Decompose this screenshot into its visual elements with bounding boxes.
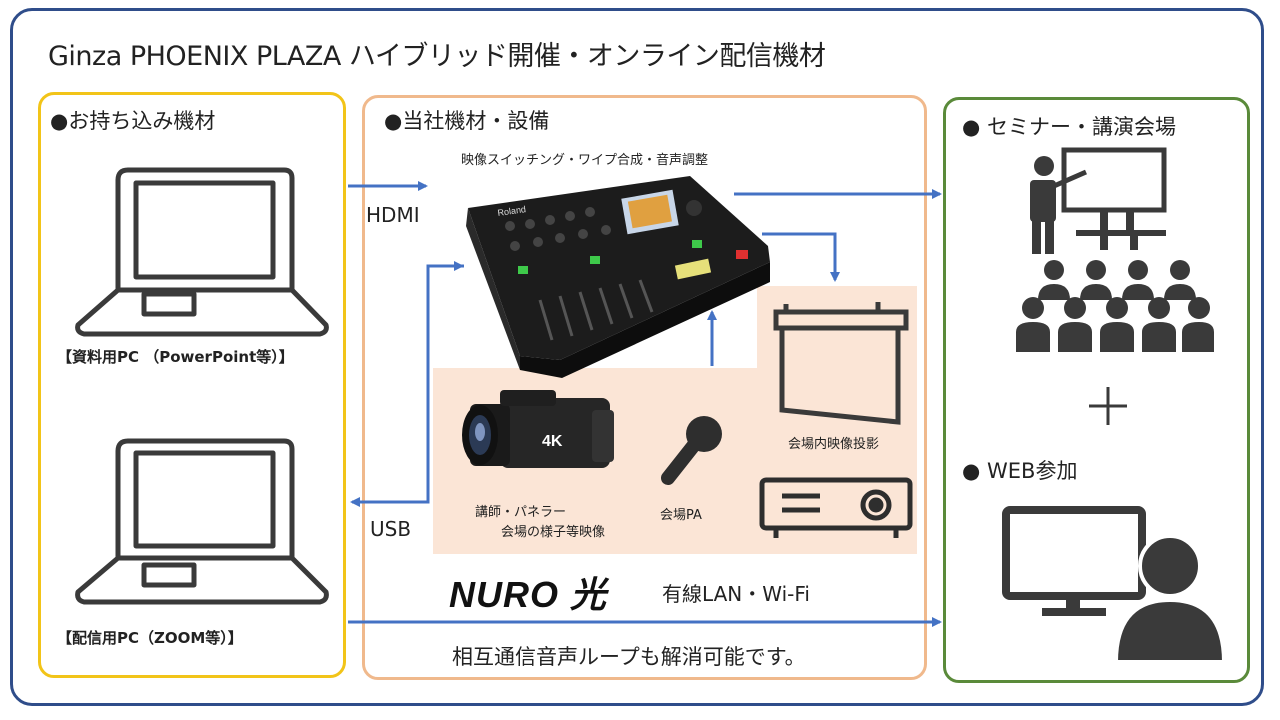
- panel-venue: [943, 97, 1250, 683]
- plus-sign: [1089, 387, 1127, 425]
- middle-panel-title: ●当社機材・設備: [384, 109, 550, 133]
- connection-arrows: [348, 181, 942, 627]
- usb-label: USB: [370, 517, 412, 541]
- camera-caption-line1: 講師・パネラー: [475, 505, 567, 520]
- pc1-label: 【資料用PC （PowerPoint等）】: [57, 348, 294, 366]
- web-participant-icon: [1002, 506, 1227, 664]
- audience-icon: [1016, 260, 1214, 352]
- projector-icon: [759, 477, 913, 538]
- network-caption: 有線LAN・Wi-Fi: [662, 582, 810, 606]
- nuro-logo: NURO 光: [449, 574, 607, 615]
- outer-frame: [10, 8, 1264, 706]
- mic-caption: 会場PA: [660, 508, 702, 523]
- projection-caption: 会場内映像投影: [788, 437, 880, 452]
- laptop-icon: [75, 167, 329, 337]
- switcher-brand: Roland: [497, 204, 527, 218]
- footer-caption: 相互通信音声ループも解消可能です。: [452, 645, 806, 669]
- switcher-caption: 映像スイッチング・ワイプ合成・音声調整: [461, 153, 709, 168]
- camera-badge: 4K: [542, 433, 563, 450]
- panel-brought-equipment: [38, 92, 346, 678]
- page-title: Ginza PHOENIX PLAZA ハイブリッド開催・オンライン配信機材: [48, 41, 826, 72]
- laptop-icon: [75, 438, 329, 605]
- panel-company-equipment: [362, 95, 927, 680]
- switcher-icon: [466, 176, 770, 378]
- camera-caption-line2: 会場の様子等映像: [501, 525, 606, 540]
- camera-icon: [462, 390, 614, 468]
- presenter-icon: [1030, 147, 1167, 254]
- left-panel-title: ●お持ち込み機材: [50, 109, 216, 133]
- web-participation-title: ● WEB参加: [962, 459, 1078, 483]
- projector-screen-icon: [773, 302, 909, 425]
- pc2-label: 【配信用PC（ZOOM等）】: [57, 629, 243, 647]
- right-panel-title: ● セミナー・講演会場: [962, 115, 1176, 139]
- hdmi-label: HDMI: [366, 203, 420, 227]
- microphone-icon: [661, 416, 722, 485]
